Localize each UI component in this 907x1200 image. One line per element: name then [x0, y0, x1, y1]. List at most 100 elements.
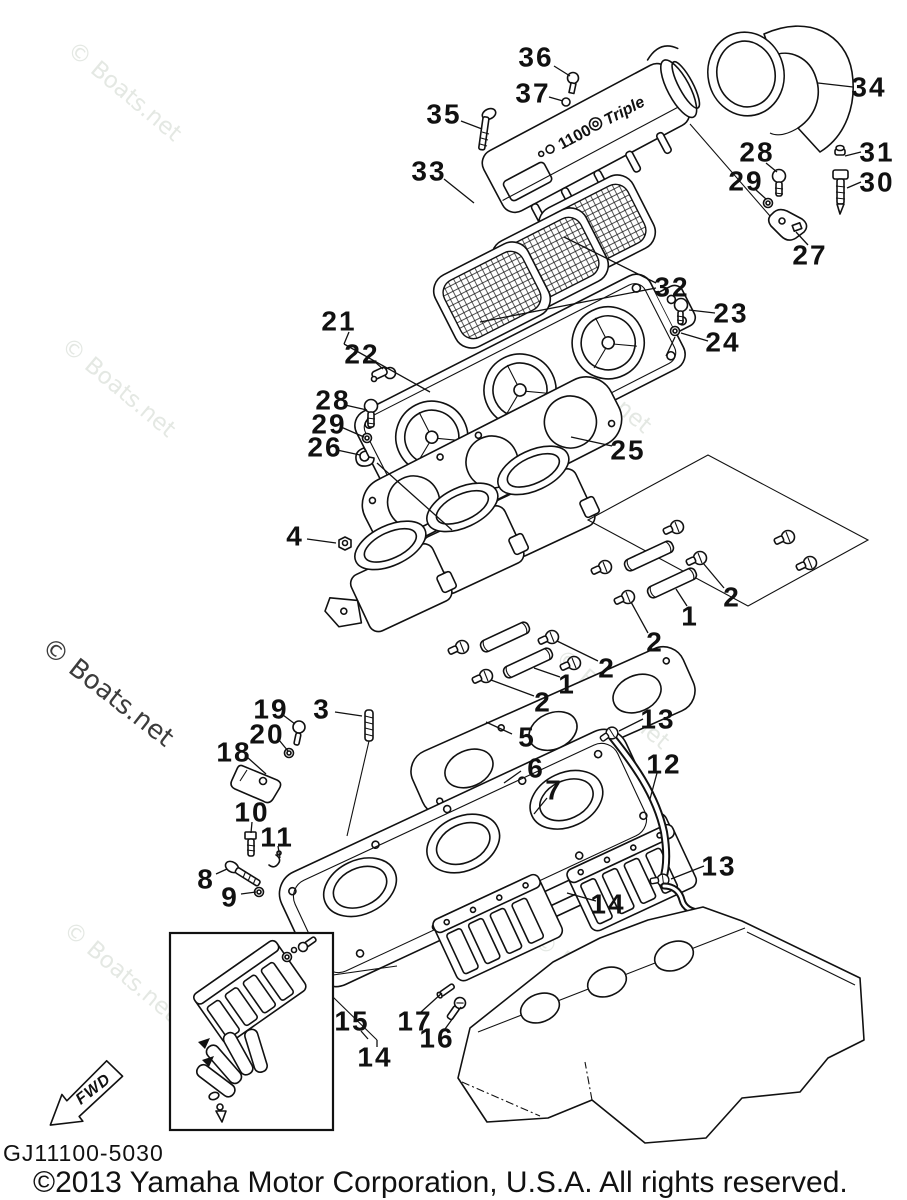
callout-leader-line	[278, 739, 289, 752]
callout-leader-line	[490, 679, 535, 697]
part-callout-number: 2	[534, 687, 552, 718]
fuel-pipe-kit-art	[446, 454, 870, 685]
callout-leader-line	[282, 714, 296, 725]
callout-leader-line	[675, 588, 688, 607]
part-callout-number: 17	[397, 1006, 432, 1037]
callout-leader-line	[548, 96, 564, 102]
intake-duct-art	[707, 25, 854, 153]
part-callout-number: 7	[545, 775, 563, 806]
inset-screw	[297, 936, 317, 953]
callout-leader-line	[443, 178, 475, 204]
watermark-text: © Boats.net	[56, 333, 180, 443]
callout-leader-line	[485, 721, 513, 735]
callout-leader-line	[846, 181, 862, 189]
callout-leader-line	[503, 770, 522, 784]
callout-leader-line	[680, 332, 709, 342]
manifold-gasket-art	[410, 645, 696, 817]
part-callout-number: 14	[590, 889, 625, 920]
callout-leader-line	[360, 1030, 369, 1040]
callout-leader-line	[336, 449, 361, 456]
part-callout-number: 37	[515, 78, 550, 109]
callout-leader-line	[618, 718, 644, 732]
callout-leader-line	[479, 287, 657, 323]
part-callout-number: 1	[681, 601, 699, 632]
part-callout-number: 2	[723, 582, 741, 613]
callout-leader-line	[246, 756, 267, 775]
part-callout-number: 30	[859, 167, 894, 198]
part-callout-number: 15	[334, 1006, 369, 1037]
part-callout-number: 27	[792, 240, 827, 271]
part-callout-number: 16	[419, 1023, 454, 1054]
callout-leader-line	[420, 992, 443, 1013]
part-callout-number: 9	[221, 882, 239, 913]
callout-leader-line	[376, 462, 453, 531]
part-callout-number: 19	[253, 694, 288, 725]
plate-bolt-art	[669, 297, 689, 337]
manifold-small-parts-art	[230, 709, 374, 837]
callout-leader-line	[570, 436, 613, 447]
callout-leader-line	[844, 151, 862, 157]
part-callout-number: 12	[646, 749, 681, 780]
part-callout-number: 36	[518, 42, 553, 73]
part-callout-number: 2	[646, 627, 664, 658]
part-callout-number: 28	[315, 385, 350, 416]
part-callout-number: 10	[234, 797, 269, 828]
callout-leader-line	[343, 331, 350, 345]
part-callout-number: 21	[321, 306, 356, 337]
callout-leader-line	[566, 892, 597, 902]
callout-leader-line	[755, 189, 767, 200]
callout-leader-line	[215, 868, 228, 875]
latch-hardware-art	[689, 123, 849, 241]
part-callout-number: 1	[558, 669, 576, 700]
part-callout-number: 31	[859, 137, 894, 168]
intake-manifold-art	[278, 728, 662, 988]
callout-leader-line	[765, 162, 778, 173]
part-callout-number: 25	[610, 435, 645, 466]
part-callout-number: 20	[249, 719, 284, 750]
part-callout-number: 24	[705, 327, 740, 358]
crankcase-art	[457, 906, 865, 1144]
diagram-part-code: GJ11100-5030	[3, 1140, 164, 1166]
callout-leader-line	[250, 821, 253, 834]
part-callout-number: 26	[307, 432, 342, 463]
part-callout-number: 13	[701, 851, 736, 882]
callout-leader-line	[533, 797, 548, 815]
callout-leader-line	[306, 538, 337, 544]
callout-leader-line	[817, 82, 854, 88]
callout-leader-line	[630, 601, 649, 634]
inset-detail-box	[168, 931, 398, 1132]
callout-leader-line	[240, 891, 257, 895]
callout-leader-line	[553, 65, 571, 77]
part-callout-number: 29	[728, 166, 763, 197]
part-callout-number: 5	[518, 722, 536, 753]
callout-leader-line	[649, 772, 658, 800]
part-callout-number: 18	[216, 737, 251, 768]
cover-screws-art	[478, 71, 580, 151]
part-callout-number: 23	[713, 298, 748, 329]
callout-leader-line	[344, 404, 368, 411]
flame-arrester-screens-art	[432, 174, 657, 349]
part-callout-number: 6	[527, 753, 545, 784]
part-callout-number: 34	[851, 72, 886, 103]
part-callout-number: 32	[654, 272, 689, 303]
callout-leader-line	[563, 236, 657, 284]
part-callout-number: 13	[640, 704, 675, 735]
part-callout-number: 28	[739, 137, 774, 168]
callout-leader-line	[670, 865, 705, 880]
callout-leader-line	[460, 120, 483, 130]
callout-leader-line	[665, 336, 676, 357]
part-callout-number: 35	[426, 99, 461, 130]
callout-leader-line	[702, 562, 725, 589]
watermark-text: © Boats.net	[58, 917, 182, 1027]
part-callout-number: 11	[260, 822, 294, 853]
part-callout-number: 4	[286, 521, 304, 552]
callout-leader-line	[340, 426, 365, 438]
mount-bolts-art	[224, 831, 282, 898]
watermark-text: © Boats.net	[36, 632, 179, 753]
mid-hardware-art	[355, 366, 397, 467]
case-screws-art	[436, 983, 467, 1021]
watermark-text: © Boats.net	[62, 37, 186, 147]
